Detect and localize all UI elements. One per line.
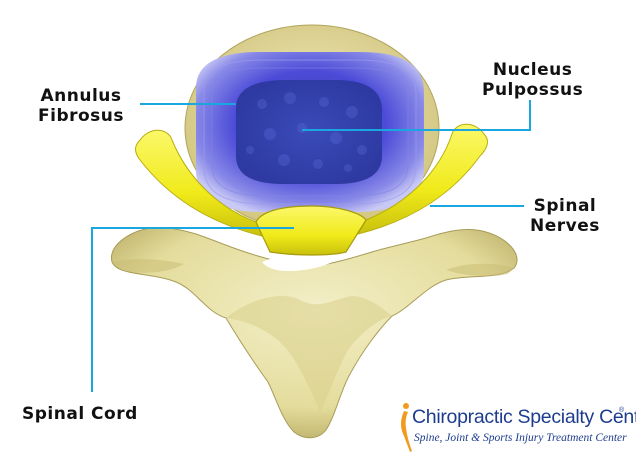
logo-tagline: Spine, Joint & Sports Injury Treatment C… bbox=[414, 432, 627, 444]
logo-name: Chiropractic Specialty Center bbox=[412, 406, 636, 428]
logo-registered-mark: ® bbox=[619, 407, 625, 414]
spinal-cord-shape bbox=[255, 205, 367, 256]
leader-lines bbox=[91, 100, 531, 392]
cord-text: Spinal Cord bbox=[22, 404, 138, 424]
logo-figure-icon bbox=[401, 403, 412, 452]
nerves-line-2: Nerves bbox=[530, 216, 600, 236]
annulus-line-1: Annulus bbox=[40, 86, 122, 106]
nucleus-line-2: Pulpossus bbox=[482, 80, 584, 100]
label-nucleus-pulposus: Nucleus Pulpossus bbox=[482, 60, 583, 100]
label-spinal-nerves: Spinal Nerves bbox=[530, 196, 600, 236]
nucleus-line-1: Nucleus bbox=[492, 60, 573, 80]
nucleus-texture bbox=[246, 92, 367, 172]
clinic-logo: Chiropractic Specialty Center ® Spine, J… bbox=[392, 398, 636, 454]
annulus-line-2: Fibrosus bbox=[38, 106, 125, 126]
nerves-line-1: Spinal bbox=[533, 196, 597, 216]
nucleus-pulposus bbox=[236, 80, 382, 184]
label-annulus-fibrosus: Annulus Fibrosus bbox=[38, 86, 124, 126]
vertebral-arch bbox=[111, 227, 518, 439]
label-spinal-cord: Spinal Cord bbox=[22, 404, 138, 424]
